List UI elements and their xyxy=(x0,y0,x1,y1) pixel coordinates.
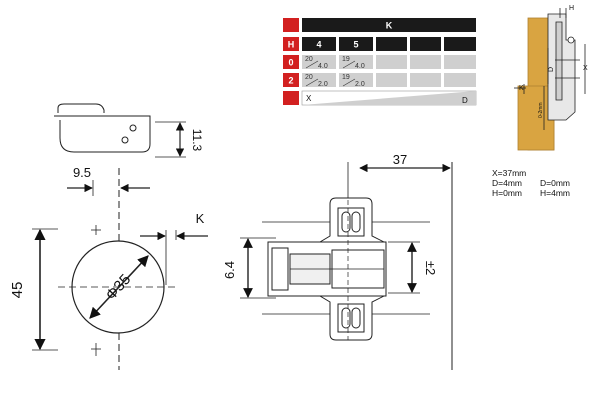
table-r0c2-top: 19 xyxy=(342,56,350,63)
table-cell xyxy=(444,55,476,69)
table-h-cell xyxy=(444,37,476,51)
detail-x-label: X xyxy=(583,65,588,72)
detail-h-label: H xyxy=(569,5,574,12)
dim-k: K xyxy=(196,211,205,226)
table-cell xyxy=(410,55,441,69)
spec-h-0: H=0mm xyxy=(492,188,522,198)
table-red-cell-0 xyxy=(283,55,299,69)
mounting-plate xyxy=(240,162,453,370)
table-h-value-5: 5 xyxy=(353,40,358,50)
table-r2c1-bottom: 2.0 xyxy=(318,81,328,88)
dim-offset: 9.5 xyxy=(73,165,91,180)
table-row-label-2: 2 xyxy=(288,76,293,86)
table-header-k xyxy=(302,18,476,32)
table-h-cell xyxy=(376,37,407,51)
dim-cup-height: 11.3 xyxy=(190,129,204,152)
dim-width-37: 37 xyxy=(393,152,407,167)
table-cell xyxy=(410,73,441,87)
detail-small-label: 0-2mm xyxy=(538,102,544,118)
dim-height-6-4: 6.4 xyxy=(222,261,237,279)
spec-line-3: H=0mm H=4mm xyxy=(492,188,570,198)
dim-adjust: ±2 xyxy=(423,261,438,275)
table-cell xyxy=(376,73,407,87)
cup-hole-view xyxy=(32,168,208,370)
table-h-cell xyxy=(302,37,336,51)
table-r0c1-top: 20 xyxy=(305,56,313,63)
detail-k-label: K xyxy=(519,85,524,92)
table-row-label-0: 0 xyxy=(288,58,293,68)
detail-d-label: D xyxy=(548,67,555,72)
table-h-cell xyxy=(410,37,441,51)
table-r2c1-top: 20 xyxy=(305,74,313,81)
table-r2c2-top: 19 xyxy=(342,74,350,81)
mounting-detail xyxy=(514,8,586,151)
table-cell xyxy=(376,55,407,69)
spec-h-4: H=4mm xyxy=(540,188,570,198)
table-r0c2-bottom: 4.0 xyxy=(355,63,365,70)
table-header-k-label: K xyxy=(386,21,393,31)
table-h-value-4: 4 xyxy=(316,40,321,50)
spec-table: H 0 2 K 4 5 20 4.0 19 4.0 20 2.0 xyxy=(283,18,477,106)
spec-d-0: D=0mm xyxy=(540,178,570,188)
spec-notes: X=37mm D=4mm D=0mm H=0mm H=4mm xyxy=(492,168,570,198)
table-h-cell xyxy=(339,37,373,51)
table-red-cell-h xyxy=(283,37,299,51)
table-r2c2-bottom: 2.0 xyxy=(355,81,365,88)
table-red-cell-top xyxy=(283,18,299,32)
table-footer-d: D xyxy=(462,96,468,105)
table-red-cell-bottom xyxy=(283,91,299,105)
spec-line-2: D=4mm D=0mm xyxy=(492,178,570,188)
table-cell xyxy=(444,73,476,87)
spec-d-4: D=4mm xyxy=(492,178,522,188)
cup-side-view xyxy=(54,103,186,158)
table-row-label-h: H xyxy=(288,40,295,50)
table-footer-x: X xyxy=(306,94,312,103)
table-r0c1-bottom: 4.0 xyxy=(318,63,328,70)
table-red-cell-2 xyxy=(283,73,299,87)
dim-height-45: 45 xyxy=(9,282,26,299)
spec-line-1: X=37mm xyxy=(492,168,527,178)
